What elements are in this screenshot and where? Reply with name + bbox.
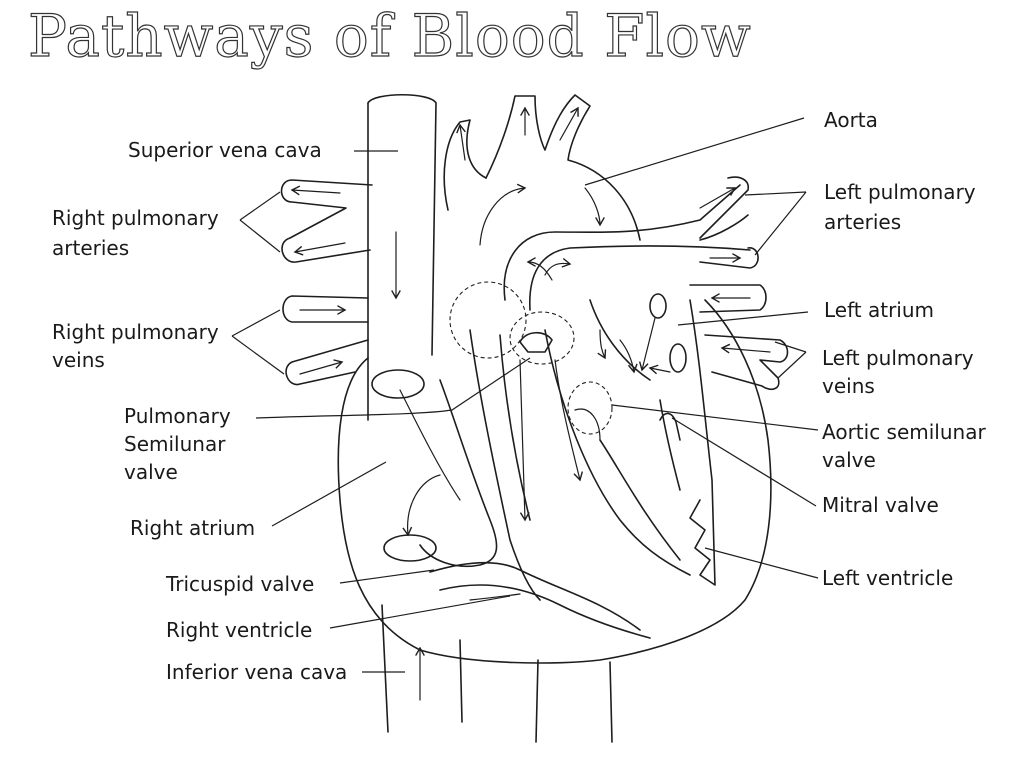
label-left-ventricle: Left ventricle: [822, 566, 954, 590]
label-left-pulmonary-arteries-line1: Left pulmonary: [824, 180, 976, 204]
label-right-pulmonary-veins-line2: veins: [52, 348, 105, 372]
label-left-pulmonary-arteries-line2: arteries: [824, 210, 902, 234]
pulmonary-trunk-shape: [503, 176, 759, 311]
left-atrium-interior: [597, 293, 687, 441]
descending-aorta-shape: [535, 659, 613, 743]
pulmonary-valve-dashed: [449, 281, 527, 359]
label-right-pulmonary-arteries-line1: Right pulmonary: [52, 206, 219, 230]
label-left-pulmonary-veins-line1: Left pulmonary: [822, 346, 974, 370]
label-right-atrium: Right atrium: [130, 516, 256, 540]
label-left-atrium: Left atrium: [824, 298, 935, 322]
aortic-valve-dashed-top: [509, 311, 575, 365]
label-right-pulmonary-arteries-line2: arteries: [52, 236, 130, 260]
label-tricuspid-valve: Tricuspid valve: [166, 572, 315, 596]
label-aorta: Aorta: [824, 108, 878, 132]
label-superior-vena-cava: Superior vena cava: [128, 138, 322, 162]
label-inferior-vena-cava: Inferior vena cava: [166, 660, 348, 684]
page-title: Pathways of Blood Flow: [27, 1, 752, 70]
label-right-pulmonary-veins-line1: Right pulmonary: [52, 320, 219, 344]
valve-leaflet: [519, 331, 553, 353]
leader-lines: [231, 117, 819, 673]
label-aortic-semilunar-line1: Aortic semilunar: [822, 420, 986, 444]
septum-and-left-ventricle: [469, 299, 716, 601]
label-left-pulmonary-veins-line2: veins: [822, 374, 875, 398]
label-pulmonary-semilunar-line2: Semilunar: [124, 432, 226, 456]
right-heart-chambers: [371, 369, 651, 639]
inferior-vena-cava-shape: [381, 604, 463, 733]
label-pulmonary-semilunar-line3: valve: [124, 460, 178, 484]
right-pulmonary-veins-shape: [282, 295, 369, 386]
superior-vena-cava-shape: [367, 93, 437, 421]
label-pulmonary-semilunar-line1: Pulmonary: [124, 404, 231, 428]
aortic-arch-shape: [443, 94, 641, 246]
label-right-ventricle: Right ventricle: [166, 618, 313, 642]
aortic-valve-dashed: [567, 381, 613, 435]
label-aortic-semilunar-line2: valve: [822, 448, 876, 472]
right-pulmonary-arteries-shape: [280, 179, 373, 263]
heart-outline: [337, 299, 772, 664]
label-mitral-valve: Mitral valve: [822, 493, 939, 517]
